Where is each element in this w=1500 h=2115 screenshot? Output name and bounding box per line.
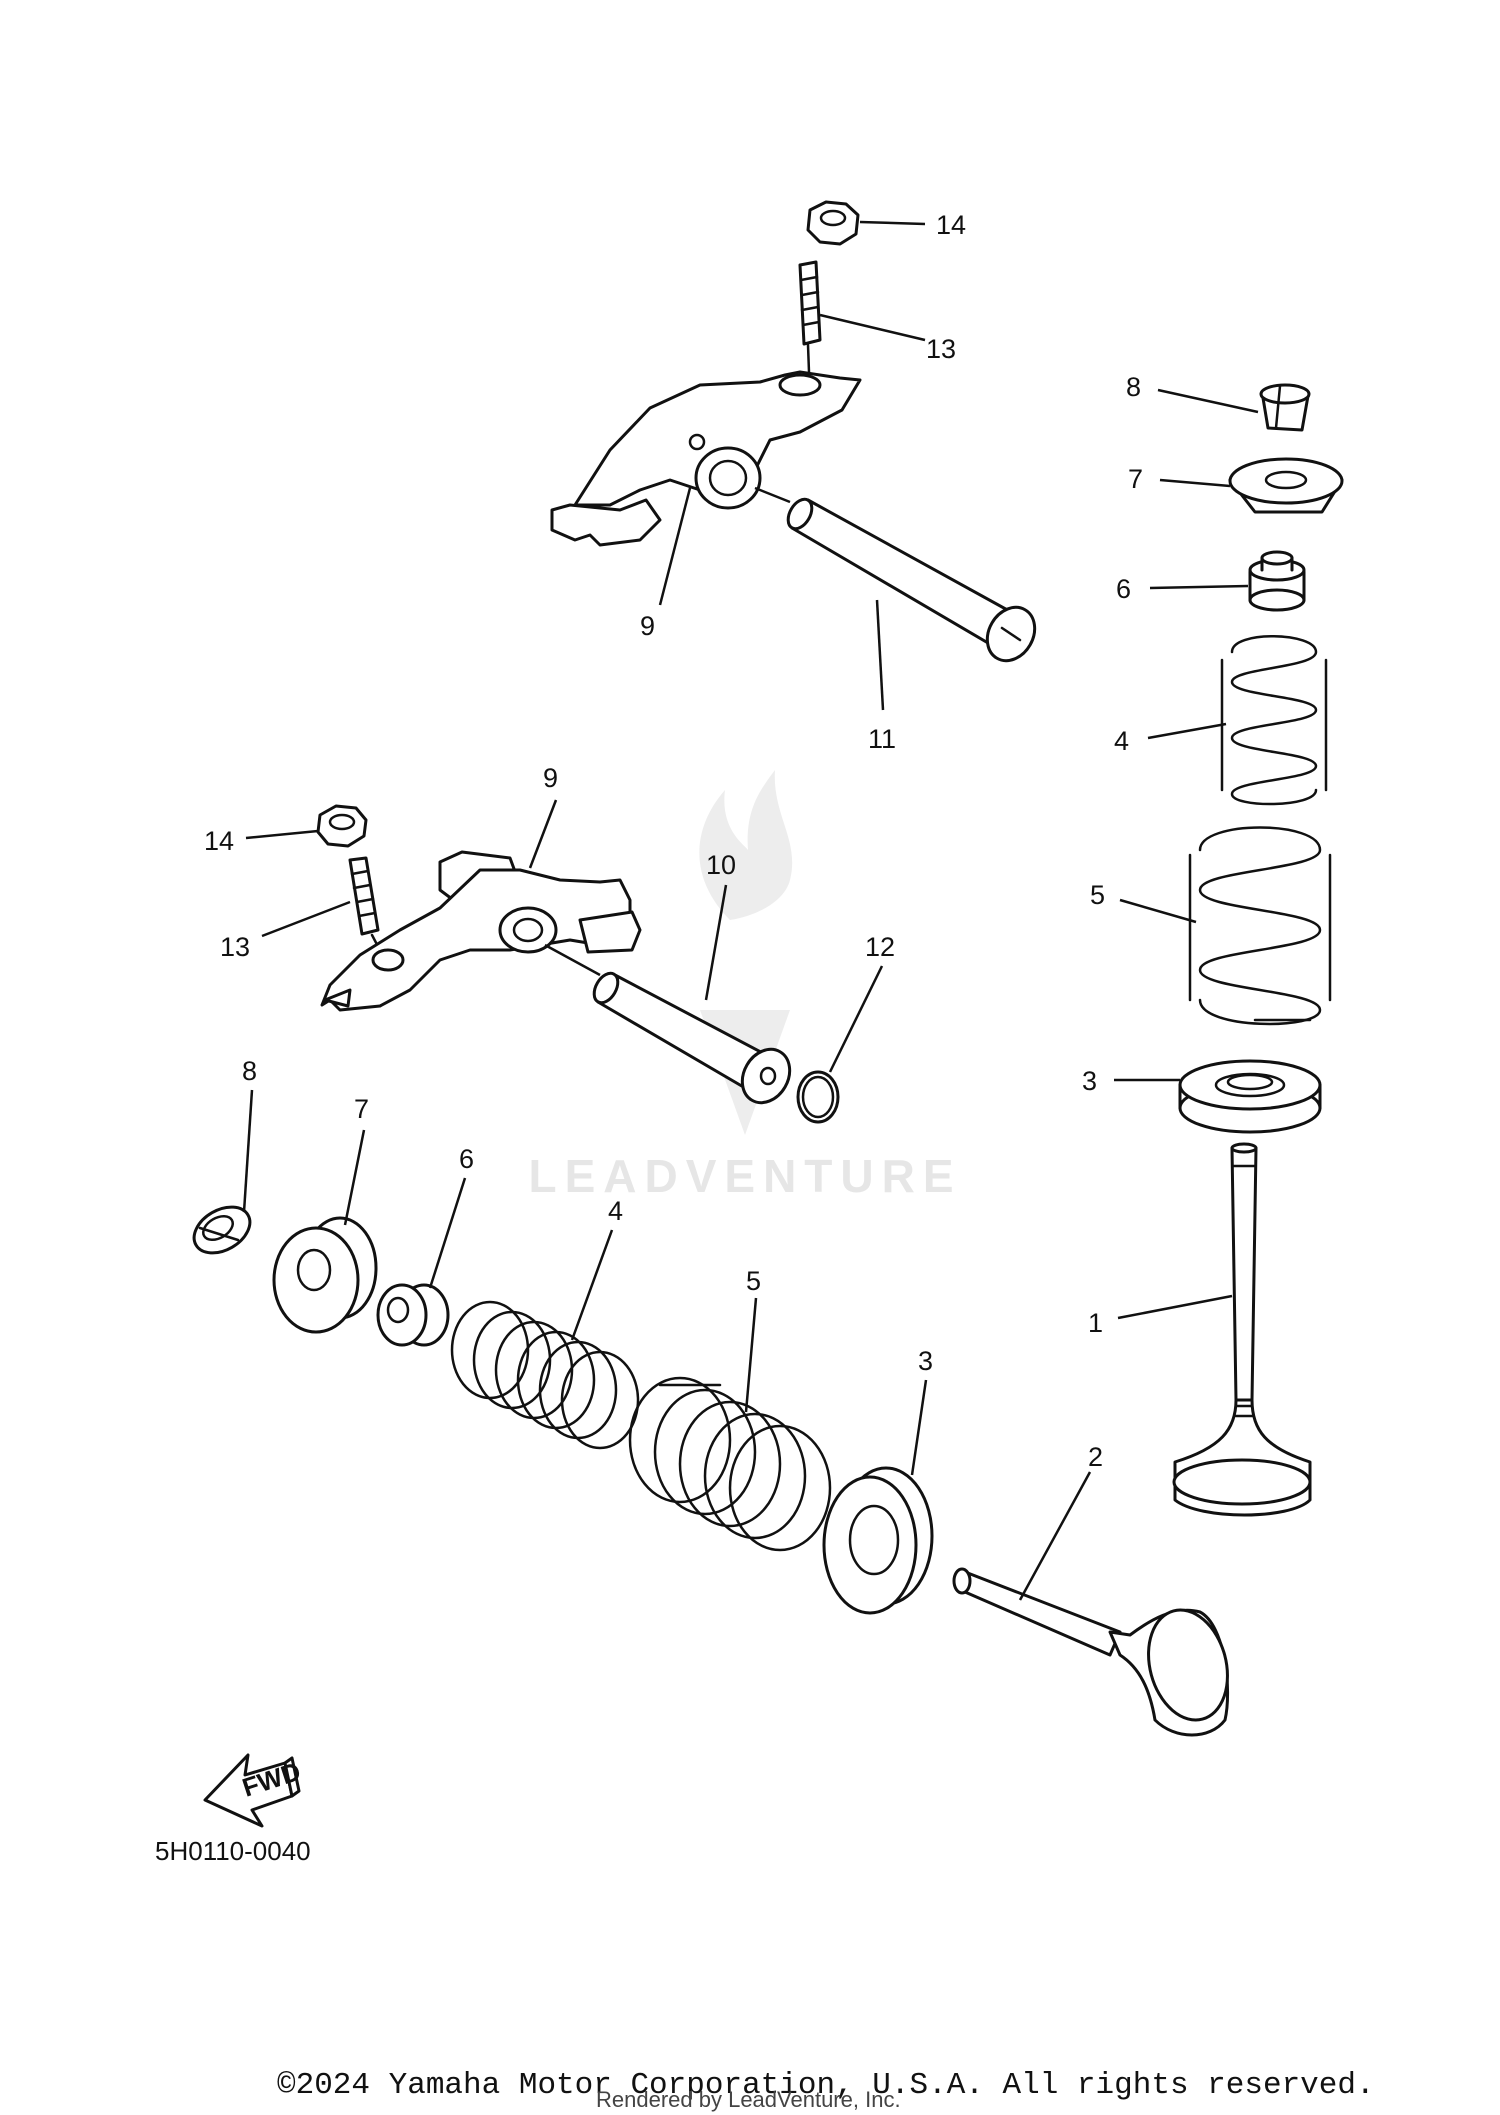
callout-7-lower[interactable]: 7: [354, 1094, 369, 1124]
rendered-by-notice: Rendered by LeadVenture, Inc.: [596, 2087, 901, 2112]
callout-1[interactable]: 1: [1088, 1308, 1103, 1338]
callout-14-upper[interactable]: 14: [936, 210, 966, 240]
callout-6-lower[interactable]: 6: [459, 1144, 474, 1174]
callout-13-upper[interactable]: 13: [926, 334, 956, 364]
part-10-rocker-shaft-lower[interactable]: [544, 943, 799, 1111]
part-1-valve-vertical[interactable]: [1172, 1142, 1312, 1517]
callout-5-right[interactable]: 5: [1090, 880, 1105, 910]
callout-10[interactable]: 10: [706, 850, 736, 880]
part-4-inner-spring-lower[interactable]: [450, 1300, 640, 1450]
callout-5-lower[interactable]: 5: [746, 1266, 761, 1296]
copyright-notice: ©2024 Yamaha Motor Corporation, U.S.A. A…: [277, 2068, 1375, 2103]
watermark: LEADVENTURE: [528, 770, 961, 1202]
part-6-stem-seal-lower[interactable]: [376, 1283, 450, 1347]
callout-9-upper[interactable]: 9: [640, 611, 655, 641]
part-5-outer-spring-right[interactable]: [1188, 826, 1332, 1026]
watermark-text: LEADVENTURE: [528, 1150, 961, 1202]
callout-8-lower[interactable]: 8: [242, 1056, 257, 1086]
callout-4-lower[interactable]: 4: [608, 1196, 623, 1226]
callout-12[interactable]: 12: [865, 932, 895, 962]
part-12-o-ring[interactable]: [796, 1070, 840, 1124]
part-7-retainer-lower[interactable]: [272, 1216, 378, 1334]
part-11-rocker-shaft-upper[interactable]: [754, 486, 1044, 669]
fwd-arrow-icon: FWD: [203, 1753, 304, 1828]
callout-11[interactable]: 11: [868, 724, 896, 754]
part-9-rocker-arm-lower[interactable]: [320, 850, 642, 1012]
callout-2[interactable]: 2: [1088, 1442, 1103, 1472]
callout-7-right[interactable]: 7: [1128, 464, 1143, 494]
callout-3-right[interactable]: 3: [1082, 1066, 1097, 1096]
callouts: 14 13 9 11 8 7 6 4 5 3 1 9 14: [204, 210, 1259, 1601]
part-4-inner-spring-right[interactable]: [1220, 635, 1328, 806]
callout-8-right[interactable]: 8: [1126, 372, 1141, 402]
part-6-stem-seal-right[interactable]: [1248, 550, 1306, 612]
part-8-cotter-lower[interactable]: [186, 1198, 258, 1263]
part-13-adjuster-upper[interactable]: [798, 260, 822, 374]
callout-13-lower[interactable]: 13: [220, 932, 250, 962]
part-3-spring-seat-lower[interactable]: [822, 1466, 934, 1615]
part-3-spring-seat-right[interactable]: [1178, 1059, 1322, 1134]
callout-4-right[interactable]: 4: [1114, 726, 1129, 756]
part-14-nut-upper[interactable]: [806, 200, 860, 246]
part-9-rocker-arm-upper[interactable]: [550, 370, 862, 547]
part-7-retainer-right[interactable]: [1228, 457, 1344, 514]
callout-3-lower[interactable]: 3: [918, 1346, 933, 1376]
part-5-outer-spring-lower[interactable]: [628, 1376, 832, 1552]
part-8-cotter-right[interactable]: [1259, 383, 1311, 432]
callout-9-lower[interactable]: 9: [543, 763, 558, 793]
callout-6-right[interactable]: 6: [1116, 574, 1131, 604]
part-2-valve-diagonal[interactable]: [952, 1567, 1239, 1737]
part-14-nut-lower[interactable]: [316, 804, 368, 848]
diagram-code: 5H0110-0040: [155, 1836, 311, 1866]
callout-14-lower[interactable]: 14: [204, 826, 234, 856]
